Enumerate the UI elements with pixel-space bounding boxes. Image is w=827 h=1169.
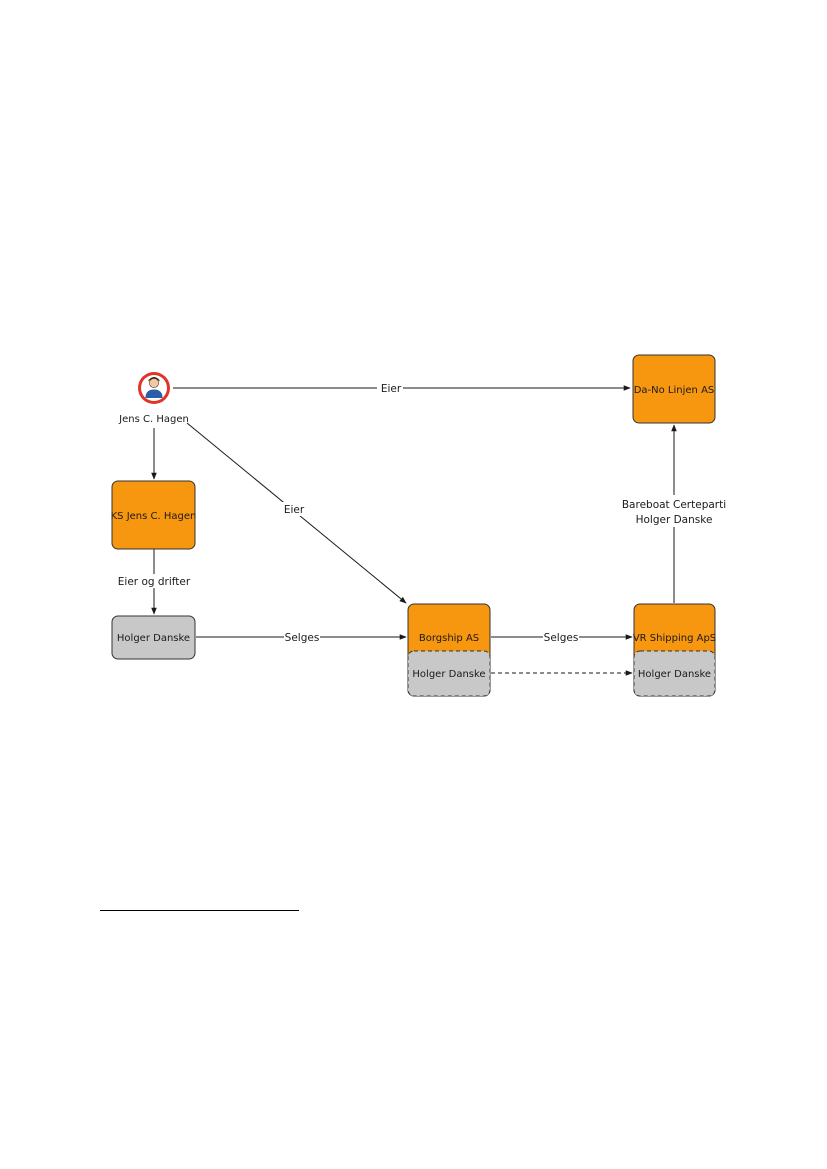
edge-label-eier-top: Eier [381,383,402,395]
node-person: Jens C. Hagen [118,372,189,425]
node-ks-jens-c-hagen: KS Jens C. Hagen [111,480,197,550]
edge-label-bareboat-line1: Bareboat Certeparti [622,499,726,511]
node-label-vr: VR Shipping ApS [633,633,716,644]
node-label-holger: Holger Danske [117,633,190,644]
node-label-dano: Da-No Linjen AS [634,385,715,396]
node-label-borgship-vessel: Holger Danske [412,669,485,680]
edge-label-bareboat-line2: Holger Danske [636,514,713,526]
node-borgship-vessel: Holger Danske [407,650,491,697]
node-label-vr-vessel: Holger Danske [638,669,711,680]
person-icon [138,372,170,404]
node-borgship-as: Borgship AS Holger Danske [407,603,491,697]
edge-vr-to-dano: Bareboat Certeparti Holger Danske [622,424,726,603]
edge-person-to-borgship: Eier [186,422,407,604]
edge-borgship-to-vr: Selges [491,630,633,644]
edge-person-to-dano: Eier [173,381,631,395]
edge-label-selges-left: Selges [285,632,320,644]
node-label-person: Jens C. Hagen [118,414,189,425]
edge-ks-to-holger: Eier og drifter [113,549,195,615]
edge-holger-to-borgship: Selges [196,630,407,644]
node-da-no-linjen-as: Da-No Linjen AS [632,354,716,424]
edge-label-eier-og-drifter: Eier og drifter [118,576,191,588]
node-label-borgship: Borgship AS [419,633,479,644]
footnote-divider [100,910,299,911]
node-vr-vessel: Holger Danske [633,650,716,697]
node-vr-shipping-aps: VR Shipping ApS Holger Danske [633,603,716,697]
edge-label-eier-diagonal: Eier [284,504,305,516]
node-holger-danske: Holger Danske [111,615,196,660]
edge-label-selges-right: Selges [544,632,579,644]
node-label-ks: KS Jens C. Hagen [111,511,197,522]
